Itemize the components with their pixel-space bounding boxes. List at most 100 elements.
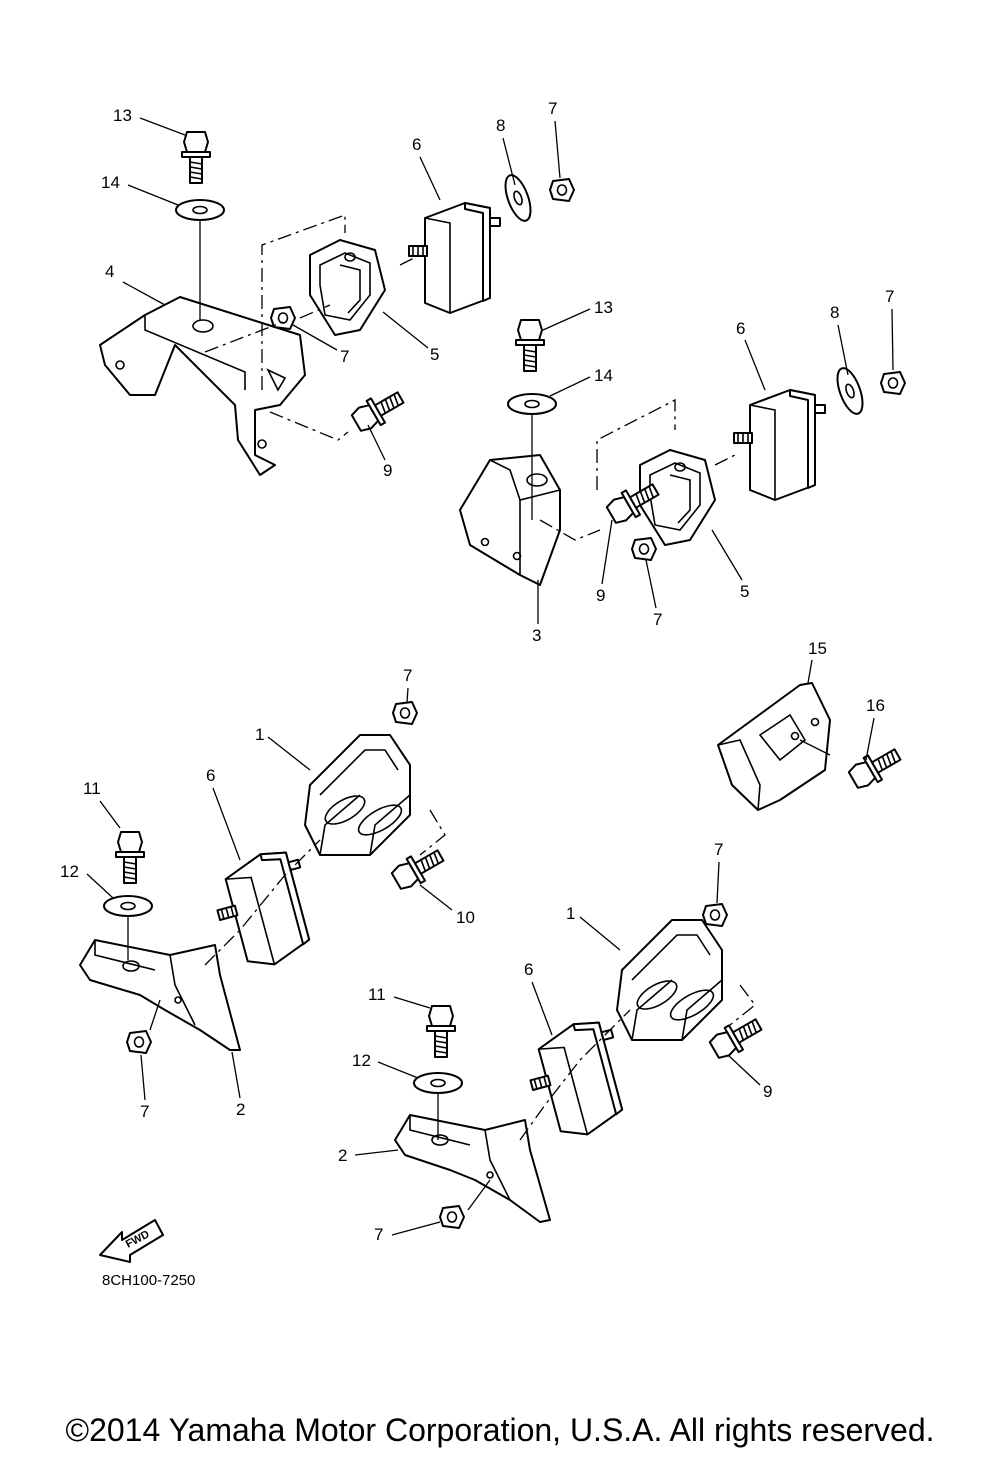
svg-text:2: 2: [338, 1146, 347, 1165]
callout-4: 4: [105, 262, 166, 306]
svg-text:13: 13: [113, 106, 132, 125]
svg-text:1: 1: [255, 725, 264, 744]
mount-block-6-lower: [733, 389, 826, 501]
callout-2-a: 2: [231, 1051, 245, 1119]
callout-13-b: 13: [542, 298, 613, 331]
svg-text:7: 7: [885, 287, 894, 306]
washer-14-upper: [175, 199, 225, 221]
bolt-10: [388, 842, 449, 895]
callout-12-b: 12: [352, 1051, 419, 1079]
svg-text:14: 14: [594, 366, 613, 385]
nut-7-left: [126, 1030, 152, 1054]
callout-11-a: 11: [83, 779, 121, 829]
bolt-9-upper: [348, 384, 409, 437]
svg-text:7: 7: [653, 610, 662, 629]
washer-8-upper: [499, 171, 537, 225]
svg-text:10: 10: [456, 908, 475, 927]
guide-15: [717, 682, 831, 811]
bolt-16: [845, 741, 906, 794]
callout-5-b: 5: [711, 529, 749, 601]
bracket-2-right: [394, 1114, 551, 1223]
washer-8-lower: [831, 364, 869, 418]
svg-text:6: 6: [524, 960, 533, 979]
washer-14-lower: [507, 393, 557, 415]
callout-7-b: 7: [292, 324, 349, 366]
callout-9-a: 9: [367, 424, 392, 480]
callout-11-b: 11: [368, 985, 431, 1009]
nut-7-lower: [880, 371, 906, 395]
callout-3: 3: [532, 580, 541, 645]
nut-7-upper: [549, 178, 575, 202]
svg-text:6: 6: [736, 319, 745, 338]
svg-text:1: 1: [566, 904, 575, 923]
loop-bracket-1-left: [304, 734, 411, 856]
callout-7-c: 7: [885, 287, 894, 371]
washer-12-left: [103, 895, 153, 917]
svg-text:7: 7: [714, 840, 723, 859]
svg-text:6: 6: [412, 135, 421, 154]
bolt-13-lower: [515, 319, 545, 372]
svg-text:11: 11: [368, 985, 386, 1004]
fwd-arrow-icon: FWD: [99, 1219, 164, 1263]
clip-bracket-5-upper: [309, 239, 386, 336]
nut-7-right-top: [702, 903, 728, 927]
callout-6-b: 6: [736, 319, 766, 391]
svg-text:2: 2: [236, 1100, 245, 1119]
svg-text:6: 6: [206, 766, 215, 785]
svg-text:12: 12: [60, 862, 79, 881]
svg-text:7: 7: [548, 99, 557, 118]
callout-1-a: 1: [255, 725, 311, 771]
nut-7-lower-b: [631, 537, 657, 561]
callout-7-g: 7: [714, 840, 723, 904]
svg-text:12: 12: [352, 1051, 371, 1070]
callout-7-d: 7: [645, 559, 662, 629]
nut-7-right-bottom: [439, 1205, 465, 1229]
callout-6-c: 6: [206, 766, 241, 861]
callout-8-a: 8: [496, 116, 516, 186]
svg-text:5: 5: [740, 582, 749, 601]
callout-13-a: 13: [113, 106, 186, 136]
washer-12-right: [413, 1072, 463, 1094]
svg-text:13: 13: [594, 298, 613, 317]
callout-16: 16: [865, 696, 885, 761]
svg-text:7: 7: [140, 1102, 149, 1121]
callouts: 13 14 6 8 7 4 7 5 9 13 6 8 7 14 3 9 7 5 …: [60, 99, 894, 1244]
callout-14-a: 14: [101, 173, 179, 206]
svg-text:5: 5: [430, 345, 439, 364]
callout-1-b: 1: [566, 904, 621, 951]
svg-text:7: 7: [403, 666, 412, 685]
bolt-13-upper: [181, 131, 211, 184]
mount-block-6-right: [518, 1014, 637, 1147]
callout-8-b: 8: [830, 303, 849, 376]
drawing-code: 8CH100-7250: [102, 1272, 196, 1289]
nut-7-mid-a: [392, 701, 418, 725]
callout-6-a: 6: [412, 135, 441, 201]
svg-text:16: 16: [866, 696, 885, 715]
bracket-3: [459, 454, 561, 586]
svg-text:15: 15: [808, 639, 827, 658]
loop-bracket-1-right: [616, 919, 723, 1041]
svg-text:4: 4: [105, 262, 114, 281]
bracket-2-left: [79, 939, 241, 1051]
callout-9-b: 9: [596, 519, 613, 605]
callout-6-d: 6: [524, 960, 553, 1036]
callout-7-a: 7: [548, 99, 561, 179]
callout-5-a: 5: [382, 311, 439, 364]
svg-text:8: 8: [496, 116, 505, 135]
bolt-11-left: [115, 831, 145, 884]
mount-block-6-upper: [408, 202, 501, 314]
copyright-notice: ©2014 Yamaha Motor Corporation, U.S.A. A…: [65, 1412, 935, 1448]
callout-15: 15: [807, 639, 827, 684]
svg-text:9: 9: [596, 586, 605, 605]
callout-12-a: 12: [60, 862, 114, 899]
svg-text:7: 7: [340, 347, 349, 366]
svg-text:8: 8: [830, 303, 839, 322]
svg-text:3: 3: [532, 626, 541, 645]
svg-text:9: 9: [383, 461, 392, 480]
svg-text:9: 9: [763, 1082, 772, 1101]
callout-14-b: 14: [549, 366, 613, 397]
callout-9-c: 9: [727, 1054, 772, 1101]
svg-text:7: 7: [374, 1225, 383, 1244]
mount-block-6-left: [205, 844, 324, 977]
